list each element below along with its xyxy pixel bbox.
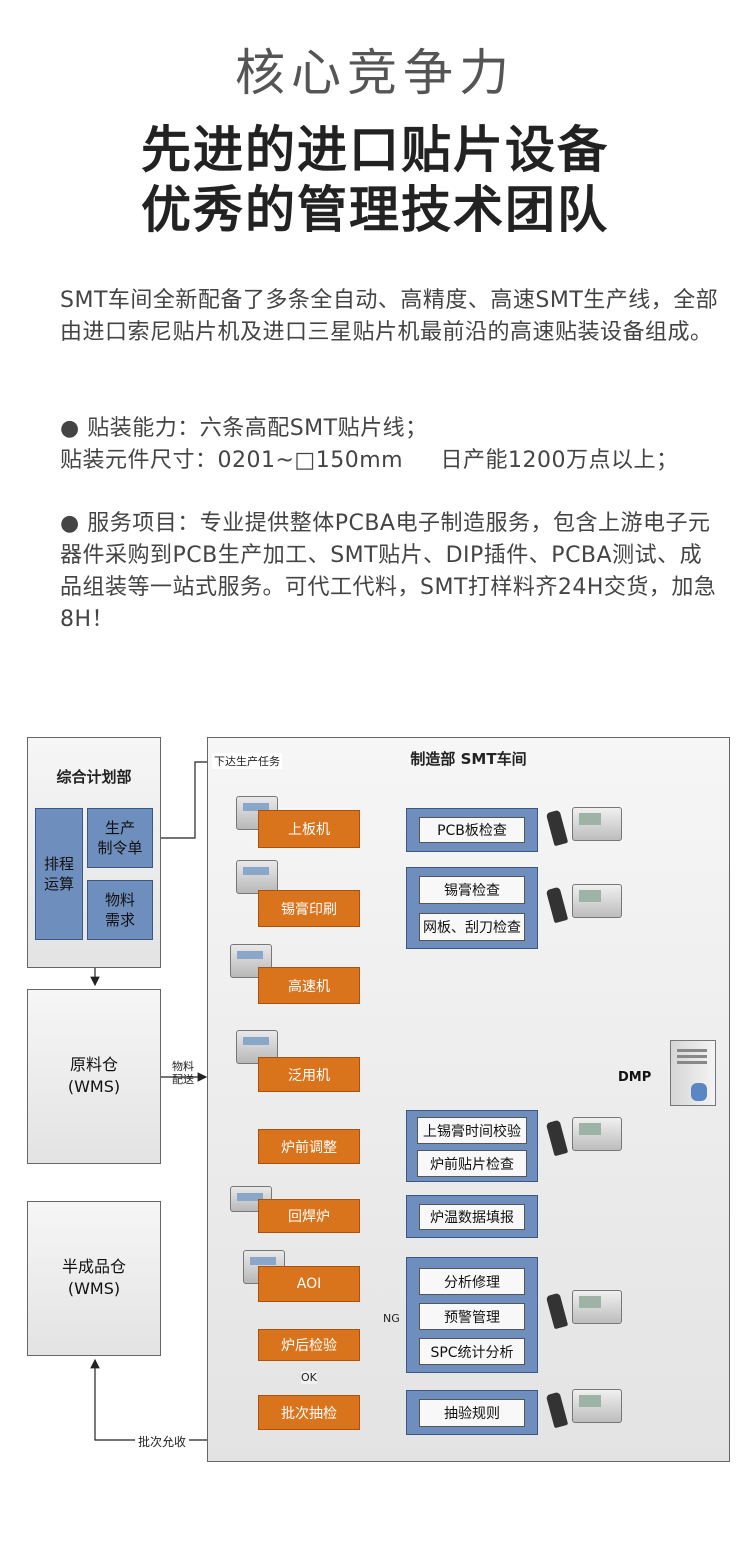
scanner-terminal-icon-1 bbox=[545, 805, 622, 851]
check-sampling-rules: 抽验规则 bbox=[419, 1399, 525, 1427]
planning-dept-panel: 综合计划部 排程 运算 生产 制令单 物料 需求 bbox=[27, 737, 161, 968]
printer-machine-icon bbox=[236, 860, 278, 894]
check-group-sampling: 抽验规则 bbox=[406, 1390, 538, 1435]
planning-dept-title: 综合计划部 bbox=[56, 768, 132, 786]
process-reflow: 回焊炉 bbox=[258, 1199, 360, 1233]
capacity-line: ● 贴装能力：六条高配SMT贴片线； bbox=[60, 416, 428, 441]
check-solder-paste: 锡膏检查 bbox=[419, 876, 525, 904]
scanner-terminal-icon-4 bbox=[545, 1288, 622, 1334]
check-group-analysis: 分析修理 预警管理 SPC统计分析 bbox=[406, 1257, 538, 1373]
dmp-label: DMP bbox=[618, 1070, 652, 1085]
check-group-pre-oven: 上锡膏时间校验 炉前贴片检查 bbox=[406, 1110, 538, 1182]
process-general: 泛用机 bbox=[258, 1057, 360, 1092]
check-group-oven-temp: 炉温数据填报 bbox=[406, 1195, 538, 1238]
component-size-line: 贴装元件尺寸：0201~□150mm 日产能1200万点以上； bbox=[60, 448, 679, 473]
headline-line-2: 优秀的管理技术团队 bbox=[141, 181, 609, 239]
process-post-oven: 炉后检验 bbox=[258, 1329, 360, 1361]
scanner-terminal-icon-3 bbox=[545, 1115, 622, 1161]
check-alarm-management: 预警管理 bbox=[419, 1303, 525, 1330]
semi-finished-store: 半成品仓 (WMS) bbox=[27, 1201, 161, 1356]
raw-material-store: 原料仓 (WMS) bbox=[27, 989, 161, 1164]
capacity-paragraph: ● 贴装能力：六条高配SMT贴片线； 贴装元件尺寸：0201~□150mm 日产… bbox=[60, 413, 720, 477]
check-group-pcb: PCB板检查 bbox=[406, 808, 538, 852]
dmp-server-icon bbox=[670, 1040, 716, 1106]
check-spc-analysis: SPC统计分析 bbox=[419, 1338, 525, 1365]
smt-flow-diagram: 综合计划部 排程 运算 生产 制令单 物料 需求 原料仓 (WMS) 半成品仓 … bbox=[0, 720, 750, 1480]
semi-finished-store-label: 半成品仓 (WMS) bbox=[61, 1257, 126, 1298]
process-solder-print: 锡膏印刷 bbox=[258, 890, 360, 927]
scanner-terminal-icon-2 bbox=[545, 882, 622, 928]
section-subtitle: 核心竞争力 bbox=[235, 44, 515, 102]
scanner-terminal-icon-5 bbox=[545, 1387, 622, 1433]
material-delivery-label: 物料 配送 bbox=[172, 1060, 194, 1086]
material-demand: 物料 需求 bbox=[87, 880, 153, 940]
check-pre-oven-placement: 炉前贴片检查 bbox=[417, 1150, 527, 1177]
headline-line-1: 先进的进口贴片设备 bbox=[141, 121, 609, 179]
process-pre-oven: 炉前调整 bbox=[258, 1129, 360, 1164]
raw-material-store-label: 原料仓 (WMS) bbox=[67, 1055, 121, 1096]
check-pcb: PCB板检查 bbox=[419, 817, 525, 843]
process-batch-sampling: 批次抽检 bbox=[258, 1395, 360, 1430]
batch-accept-label: 批次允收 bbox=[135, 1433, 190, 1450]
intro-paragraph: SMT车间全新配备了多条全自动、高精度、高速SMT生产线，全部由进口索尼贴片机及… bbox=[60, 288, 719, 345]
process-high-speed: 高速机 bbox=[258, 967, 360, 1004]
check-analysis-repair: 分析修理 bbox=[419, 1268, 525, 1295]
service-paragraph: ● 服务项目：专业提供整体PCBA电子制造服务，包含上游电子元器件采购到PCB生… bbox=[60, 511, 717, 632]
check-oven-temp: 炉温数据填报 bbox=[419, 1204, 525, 1230]
check-group-solder: 锡膏检查 网板、刮刀检查 bbox=[406, 867, 538, 949]
ok-label: OK bbox=[301, 1371, 317, 1384]
schedule-calc: 排程 运算 bbox=[35, 808, 83, 940]
process-loader: 上板机 bbox=[258, 810, 360, 848]
check-paste-time: 上锡膏时间校验 bbox=[417, 1117, 527, 1144]
smt-workshop-title: 制造部 SMT车间 bbox=[410, 750, 527, 768]
task-label: 下达生产任务 bbox=[212, 753, 282, 769]
check-stencil: 网板、刮刀检查 bbox=[419, 913, 525, 941]
ng-label: NG bbox=[383, 1312, 400, 1325]
production-order: 生产 制令单 bbox=[87, 808, 153, 868]
process-aoi: AOI bbox=[258, 1266, 360, 1302]
